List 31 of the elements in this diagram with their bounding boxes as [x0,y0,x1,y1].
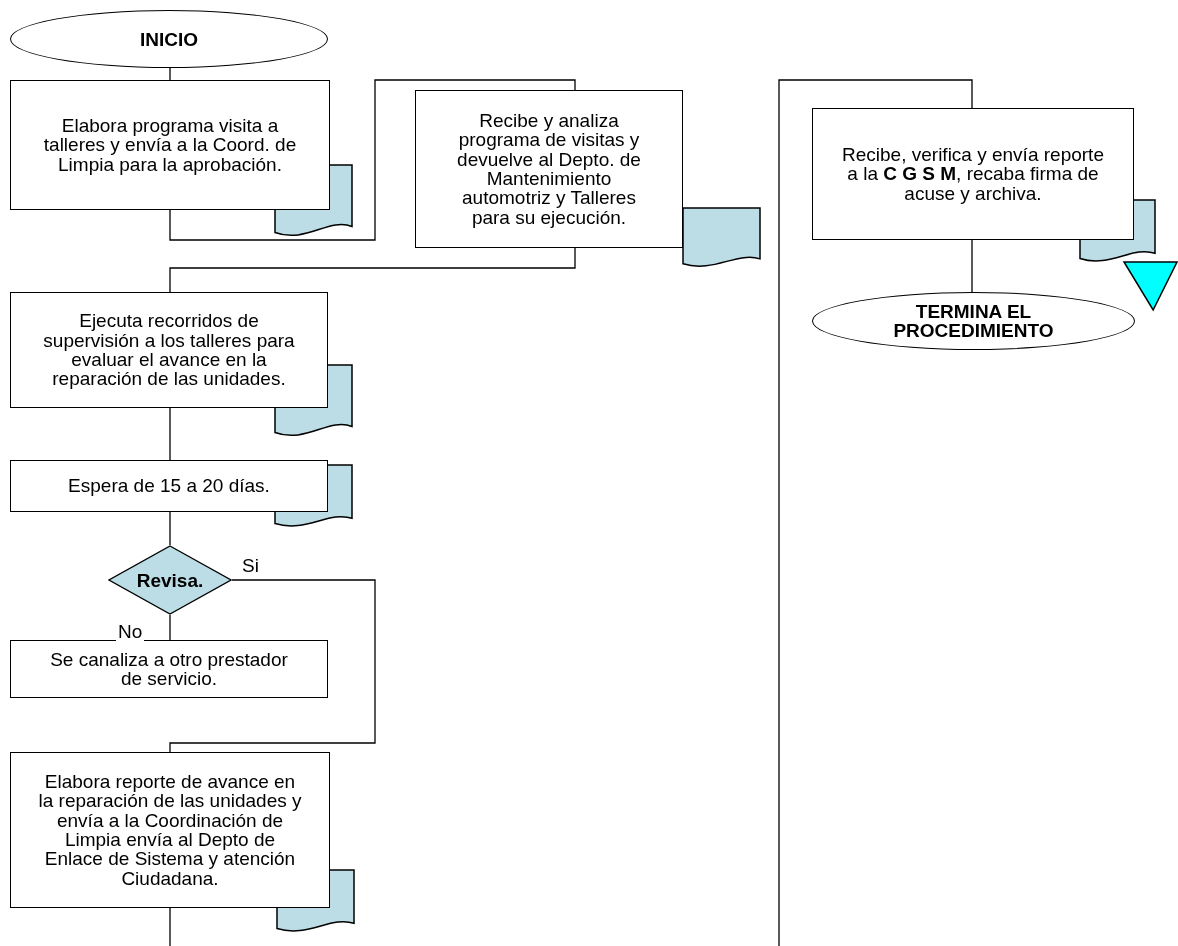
connector-line [971,239,973,293]
process-box [10,752,330,908]
terminal-text: TERMINA EL PROCEDIMIENTO [892,302,1055,340]
connector-line [169,79,576,241]
connector-line [169,907,171,946]
process-box [10,80,330,210]
step-text: Recibe, verifica y envía reporte a la C G S M, recaba firma de acuse y archiva. [841,144,1105,204]
edge-label: Si [240,556,261,575]
step-text: Elabora programa visita a talleres y envía a la Coord. de Limpia para la aprobación. [42,115,298,175]
connector-line [169,407,171,461]
terminal-text: INICIO [139,29,199,49]
process-box [415,90,683,248]
connector-line [169,511,171,546]
process-box [812,108,1134,240]
process-box [10,460,328,512]
process-box [10,640,328,698]
process-box [10,292,328,408]
decision-text: Revisa. [136,570,204,590]
step-text: Se canaliza a otro prestador de servicio. [49,649,289,689]
connector-line [169,67,171,81]
document-symbol [682,207,761,267]
connector-line [169,579,376,753]
off-page-connector-symbol [1122,261,1178,312]
step-text: Recibe y analiza programa de visitas y devuelve al Depto. de Mantenimiento automotriz y Talleres para su ejecución. [456,110,642,228]
step-text: Espera de 15 a 20 días. [68,476,270,496]
step-text: Ejecuta recorridos de supervisión a los talleres para evaluar el avance en la reparación de las unidades. [42,311,296,389]
edge-label: No [116,622,145,641]
connector-line [169,247,576,293]
connector-line [778,79,973,946]
connector-line [169,614,171,641]
step-text: Elabora reporte de avance en la reparación de las unidades y envía a la Coordinación de Limpia envía al Depto de Enlace de Sistema y atención Ciudadana. [37,771,303,889]
